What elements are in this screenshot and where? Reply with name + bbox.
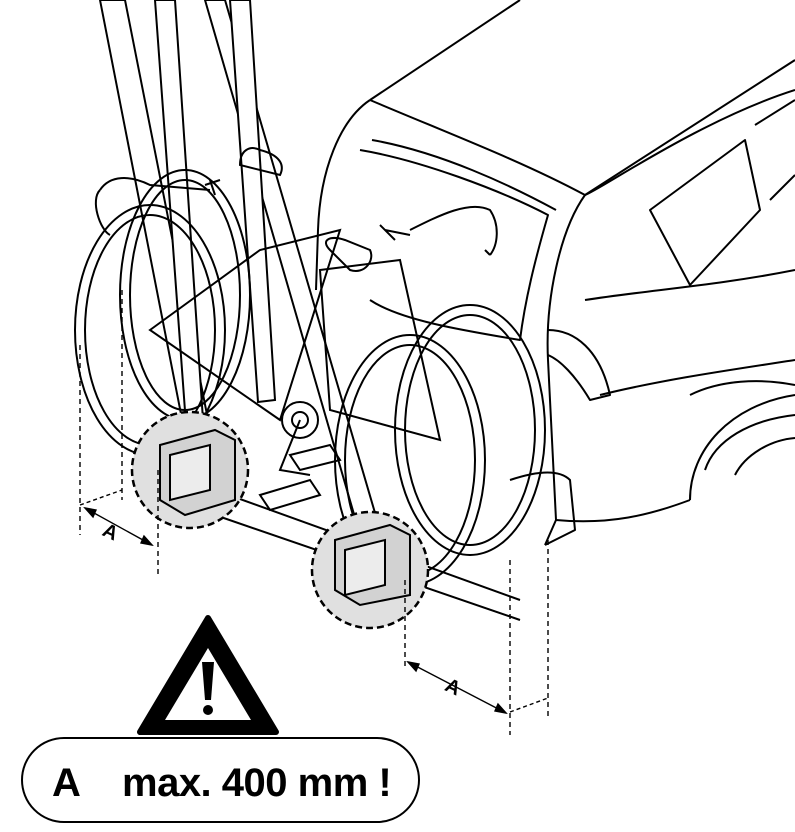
bicycle-rear (74, 147, 342, 456)
dimension-label-right: A (441, 674, 463, 700)
wheel-holder-highlight-right (310, 510, 430, 630)
warning-letter: A (52, 761, 80, 805)
securing-straps (98, 0, 382, 537)
warning-triangle-icon (137, 615, 279, 735)
car-illustration (315, 0, 795, 546)
wheel-holder-highlight-left (130, 410, 250, 530)
dimension-arrow-left (79, 489, 154, 547)
dimension-label-left: A (99, 519, 121, 545)
dimension-right (404, 540, 549, 735)
bicycle-front (278, 205, 546, 586)
dimension-arrow-right (406, 660, 549, 715)
warning-text: max. 400 mm ! (122, 761, 391, 805)
warning-box (21, 737, 420, 823)
dimension-left (79, 290, 159, 575)
